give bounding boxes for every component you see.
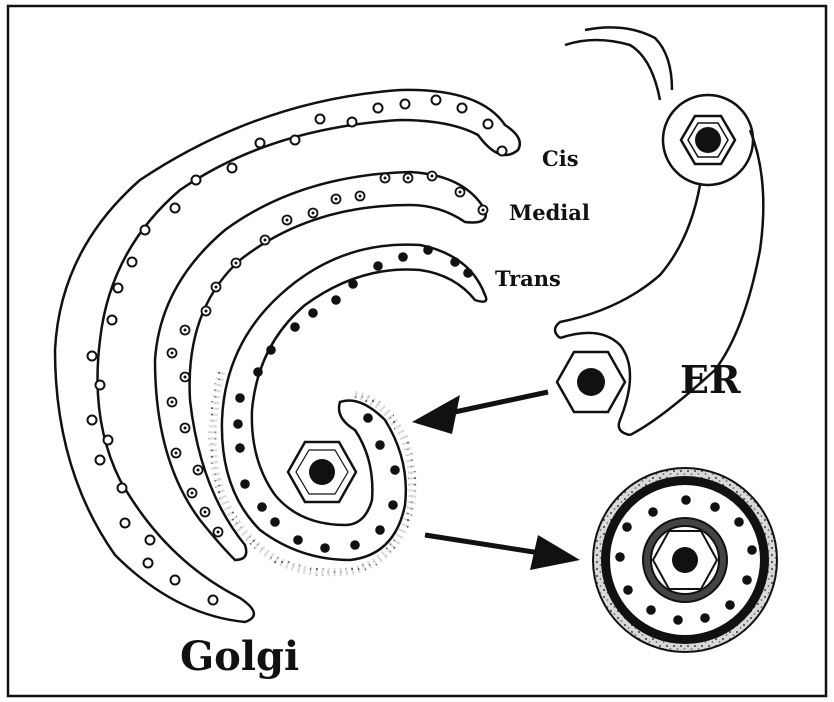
label-cis: Cis	[542, 146, 579, 171]
secretory-vesicle	[593, 468, 777, 652]
arrow-golgi-to-secretory	[425, 535, 580, 570]
label-er: ER	[680, 357, 741, 402]
label-golgi: Golgi	[180, 633, 299, 680]
er-cargo	[681, 116, 735, 164]
label-trans: Trans	[495, 266, 561, 291]
arrow-er-to-golgi	[412, 392, 548, 434]
golgi-cargo	[288, 442, 356, 502]
label-medial: Medial	[509, 200, 590, 225]
transport-vesicle-er	[557, 352, 625, 412]
